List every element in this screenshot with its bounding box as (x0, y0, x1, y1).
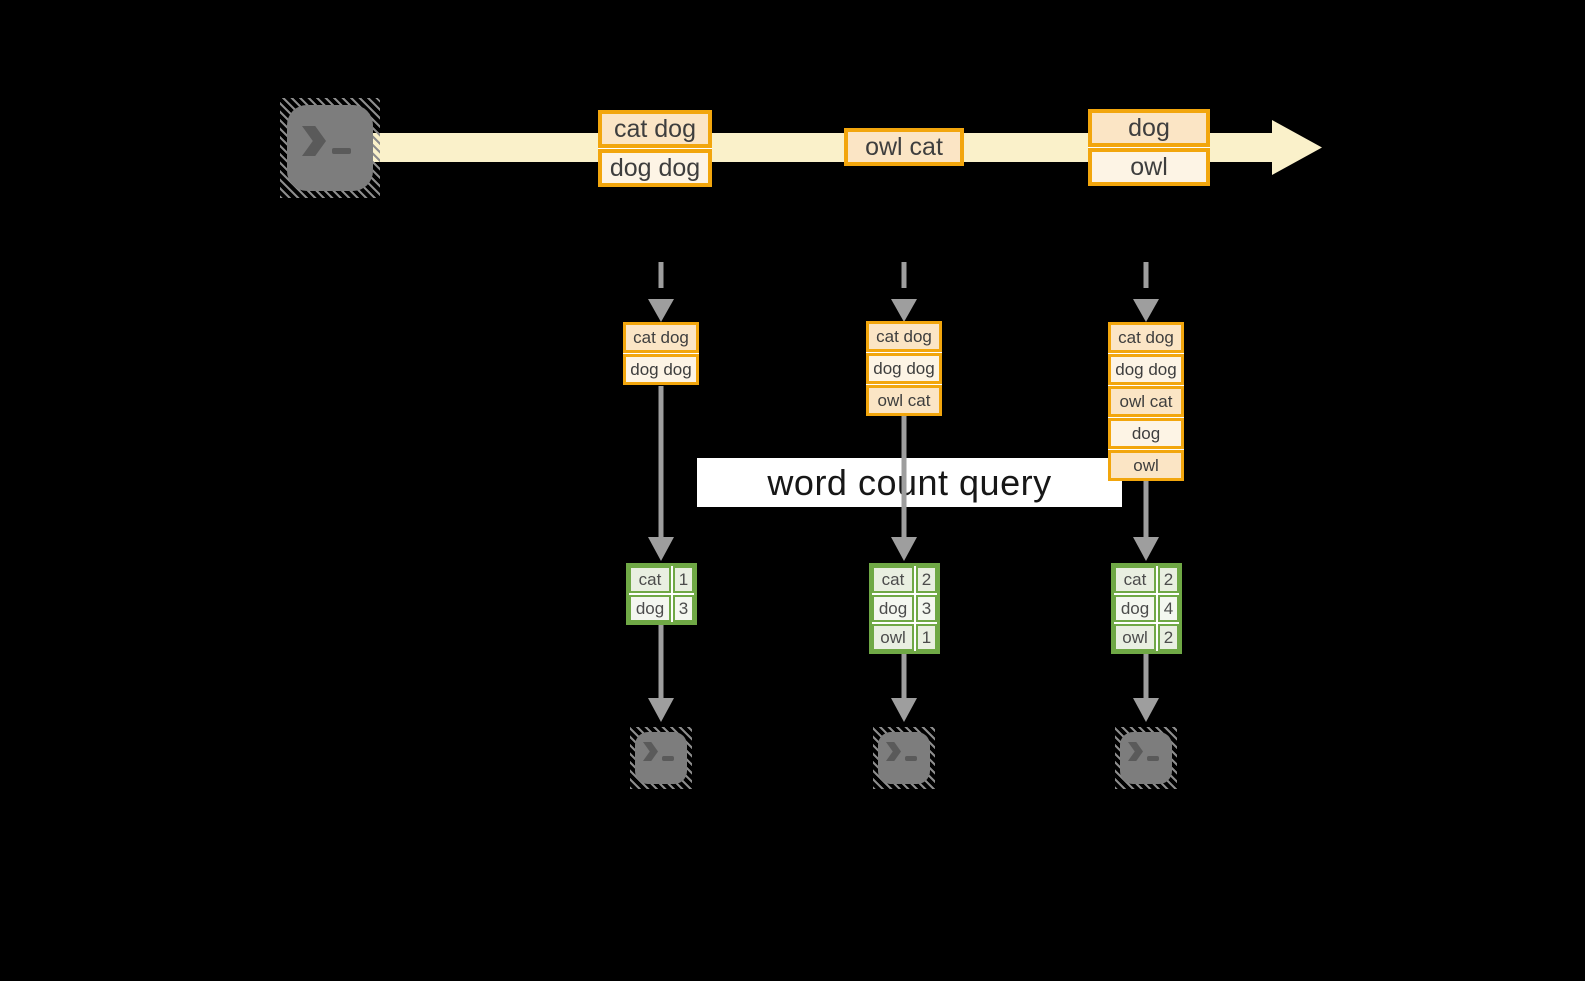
input-table-t1: cat dog dog dog (623, 322, 699, 385)
query-label: word count query (697, 458, 1122, 507)
prompt-underscore-icon (905, 756, 917, 761)
input-row: dog dog (623, 354, 699, 385)
prompt-underscore-icon (332, 148, 351, 154)
result-count: 3 (916, 595, 937, 622)
stream-event-2: owl cat (844, 128, 964, 166)
prompt-chevron-icon (643, 742, 658, 761)
result-word: dog (629, 595, 671, 622)
terminal-body (1120, 732, 1172, 784)
stream-event-line: owl (1088, 148, 1210, 186)
stream-event-line: dog dog (598, 149, 712, 187)
input-row: dog dog (1108, 354, 1184, 385)
prompt-chevron-icon (886, 742, 901, 761)
input-row: owl cat (866, 385, 942, 416)
prompt-chevron-icon (1128, 742, 1143, 761)
prompt-underscore-icon (1147, 756, 1159, 761)
stream-event-line: dog (1088, 109, 1210, 147)
result-word: dog (1114, 595, 1156, 622)
terminal-icon (280, 98, 380, 198)
input-row: owl cat (1108, 386, 1184, 417)
stream-event-line: cat dog (598, 110, 712, 148)
terminal-body (635, 732, 687, 784)
result-table-t2: cat 2 dog 3 owl 1 (869, 563, 940, 654)
result-count: 2 (916, 566, 937, 593)
terminal-icon (1115, 727, 1177, 789)
result-word: dog (872, 595, 914, 622)
result-count: 2 (1158, 624, 1179, 651)
result-count: 4 (1158, 595, 1179, 622)
prompt-underscore-icon (662, 756, 674, 761)
input-row: dog (1108, 418, 1184, 449)
result-word: owl (872, 624, 914, 651)
input-table-t3: cat dog dog dog owl cat dog owl (1108, 322, 1184, 481)
stream-event-1: cat dog dog dog (598, 110, 712, 187)
result-word: owl (1114, 624, 1156, 651)
result-word: cat (872, 566, 914, 593)
terminal-icon (630, 727, 692, 789)
result-count: 2 (1158, 566, 1179, 593)
stream-event-line: owl cat (844, 128, 964, 166)
result-word: cat (629, 566, 671, 593)
terminal-body (287, 105, 373, 191)
terminal-icon (873, 727, 935, 789)
result-table-t3: cat 2 dog 4 owl 2 (1111, 563, 1182, 654)
terminal-body (878, 732, 930, 784)
input-row: cat dog (866, 321, 942, 352)
input-table-t2: cat dog dog dog owl cat (866, 321, 942, 416)
input-row: cat dog (1108, 322, 1184, 353)
input-row: cat dog (623, 322, 699, 353)
result-count: 1 (916, 624, 937, 651)
input-row: owl (1108, 450, 1184, 481)
result-count: 3 (673, 595, 694, 622)
stream-event-3: dog owl (1088, 109, 1210, 186)
result-table-t1: cat 1 dog 3 (626, 563, 697, 625)
result-count: 1 (673, 566, 694, 593)
input-row: dog dog (866, 353, 942, 384)
result-word: cat (1114, 566, 1156, 593)
